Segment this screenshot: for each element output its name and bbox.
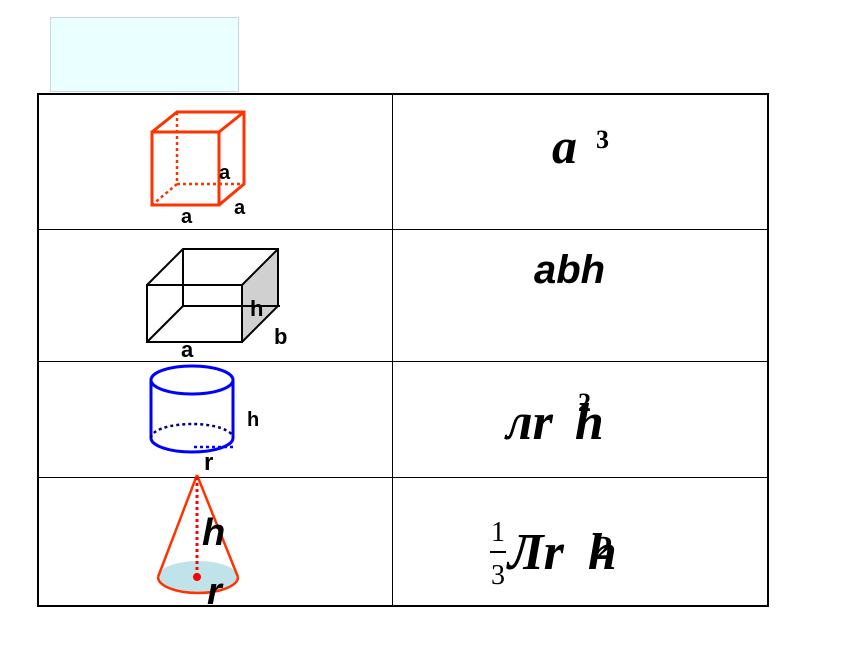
cylinder-hidden-base-edge (149, 422, 235, 439)
cylinder-outline (149, 364, 235, 454)
prism-shaded-face (242, 249, 278, 342)
formula-pi-r: лr (506, 394, 553, 451)
rectangular-prism-figure: h b a (146, 248, 287, 362)
cube-figure: a a a (150, 110, 246, 228)
formula-exponent: 2 (578, 388, 591, 417)
cube-volume-formula: a (552, 118, 577, 174)
cube-edges (150, 110, 246, 207)
formula-exponent: 3 (596, 125, 609, 154)
row-divider (39, 477, 767, 478)
volume-formula-table (37, 93, 769, 607)
cone-label-height: h (202, 512, 225, 554)
cube-label-front: a (181, 206, 193, 228)
cone-outline (156, 474, 240, 595)
cube-hidden-edges (151, 112, 244, 206)
cube-label-side: a (234, 197, 246, 219)
column-divider (392, 95, 393, 605)
prism-label-height: h (250, 296, 263, 321)
cube-label-height: a (219, 162, 231, 184)
cylinder-figure: h r (149, 364, 259, 475)
formula-base: a (552, 118, 577, 174)
prism-label-depth: b (274, 324, 287, 349)
cone-figure: h r (156, 474, 240, 610)
formula-tail: h (574, 394, 604, 451)
fraction-bar (490, 551, 506, 553)
fraction-denominator: 3 (491, 560, 505, 591)
formula-pi-r: Лr (508, 524, 564, 581)
row-divider (39, 229, 767, 230)
fraction-numerator: 1 (491, 517, 505, 548)
formula-tail: h (587, 524, 617, 581)
prism-volume-formula: abh (534, 248, 606, 292)
cylinder-label-height: h (247, 409, 259, 431)
title-placeholder-box (50, 17, 239, 92)
formula-exponent: 2 (596, 530, 613, 567)
row-divider (39, 361, 767, 362)
cone-label-radius: r (207, 571, 224, 610)
cylinder-label-radius: r (204, 449, 213, 475)
prism-edges (146, 248, 280, 343)
prism-label-width: a (181, 337, 194, 362)
cone-center-point (193, 573, 201, 581)
